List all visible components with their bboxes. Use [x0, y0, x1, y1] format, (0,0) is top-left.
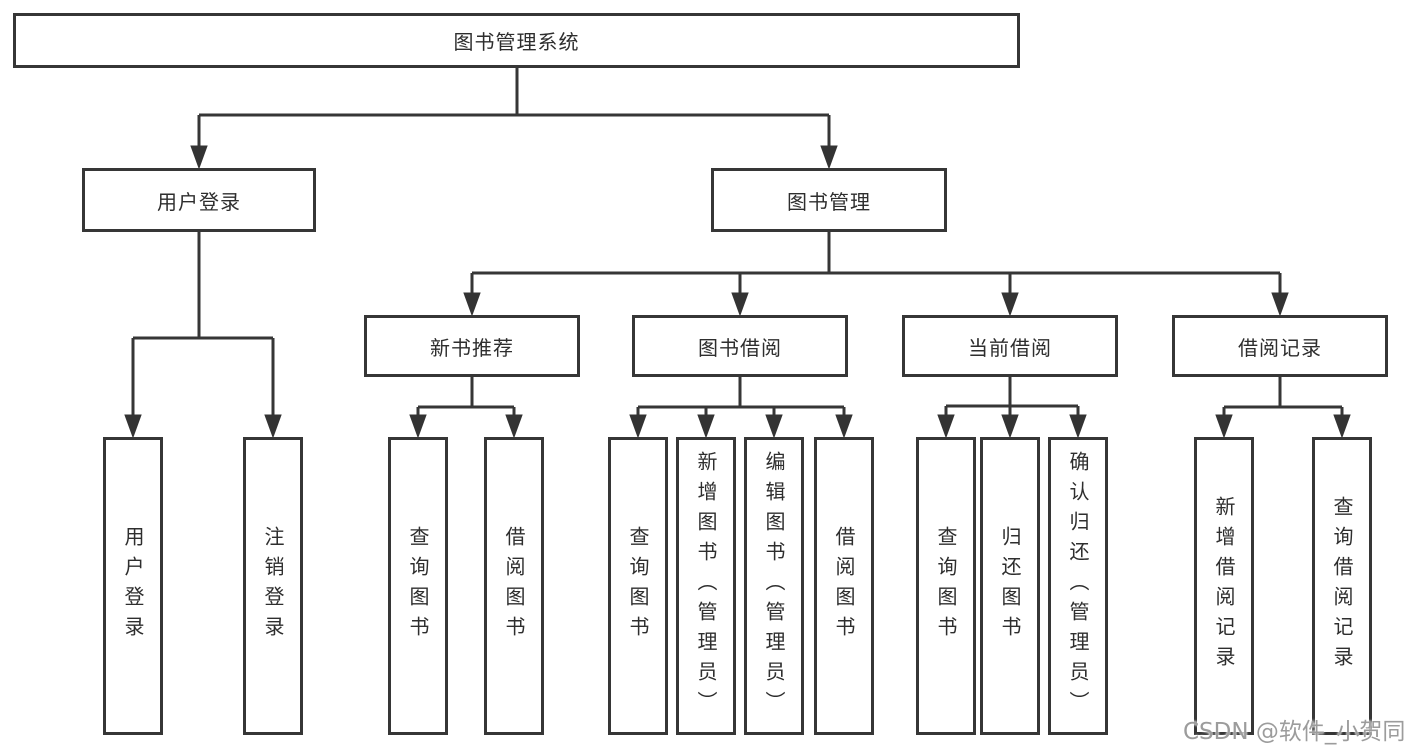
connector-book-mgmt-to-level3 [463, 232, 1289, 317]
node-book-borrow: 图书借阅 [632, 315, 848, 377]
node-book-management: 图书管理 [711, 168, 947, 232]
leaf-return-books: 归还图书 [980, 437, 1040, 735]
node-new-book-recommend: 新书推荐 [364, 315, 580, 377]
node-library-system: 图书管理系统 [13, 13, 1020, 68]
connector-user-login-to-leaves [124, 232, 282, 439]
connector-borrow-records-to-leaves [1215, 377, 1351, 439]
node-user-login: 用户登录 [82, 168, 316, 232]
leaf-query-borrow-record: 查询借阅记录 [1312, 437, 1372, 735]
leaf-add-borrow-record: 新增借阅记录 [1194, 437, 1254, 735]
leaf-confirm-return-admin: 确认归还（管理员） [1048, 437, 1108, 735]
connector-root-to-level2 [190, 68, 838, 170]
leaf-query-books-3: 查询图书 [916, 437, 976, 735]
connector-book-borrow-to-leaves [629, 377, 853, 439]
leaf-borrow-books-2: 借阅图书 [814, 437, 874, 735]
leaf-edit-book-admin: 编辑图书（管理员） [744, 437, 804, 735]
leaf-logout: 注销登录 [243, 437, 303, 735]
leaf-query-books-2: 查询图书 [608, 437, 668, 735]
node-borrow-records: 借阅记录 [1172, 315, 1388, 377]
connector-new-book-to-leaves [409, 377, 523, 439]
leaf-borrow-books-1: 借阅图书 [484, 437, 544, 735]
leaf-user-login: 用户登录 [103, 437, 163, 735]
csdn-watermark: CSDN @软件_小贺同学 [1183, 719, 1405, 745]
connector-current-borrow-to-leaves [937, 377, 1087, 439]
leaf-query-books-1: 查询图书 [388, 437, 448, 735]
leaf-add-book-admin: 新增图书（管理员） [676, 437, 736, 735]
node-current-borrow: 当前借阅 [902, 315, 1118, 377]
